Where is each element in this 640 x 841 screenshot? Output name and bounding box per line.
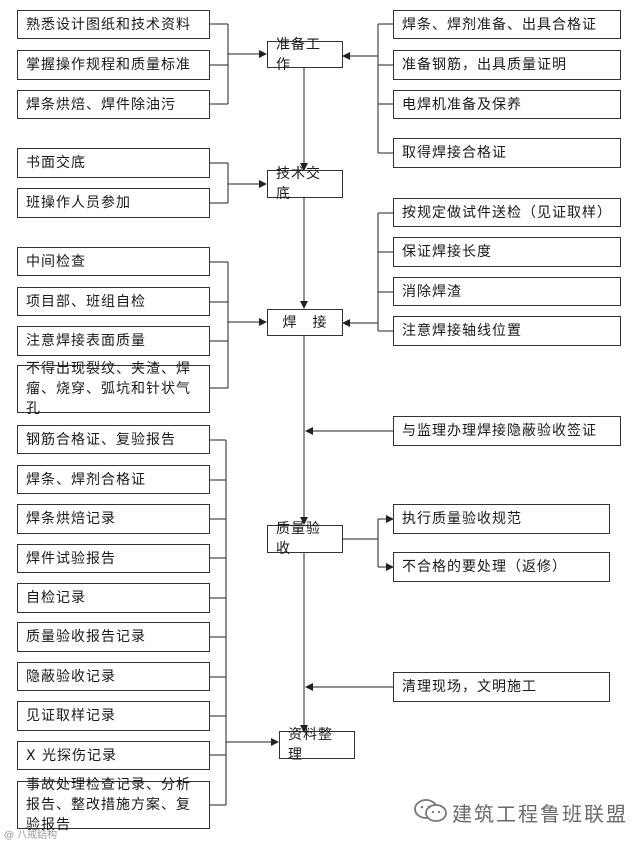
record-item: 自检记录 — [17, 583, 210, 613]
left-welding-item: 注意焊接表面质量 — [17, 326, 210, 356]
label: 班操作人员参加 — [26, 195, 131, 211]
label: 清理现场，文明施工 — [402, 679, 537, 695]
right-hidden-acceptance: 与监理办理焊接隐蔽验收签证 — [393, 416, 621, 446]
label: 焊条烘焙、焊件除油污 — [26, 96, 176, 113]
left-welding-item: 中间检查 — [17, 247, 210, 276]
label: 注意焊接轴线位置 — [402, 323, 522, 339]
record-item: 事故处理检查记录、分析报告、整改措施方案、复验报告 — [17, 777, 210, 833]
label: 技术交底 — [276, 166, 321, 202]
record-item: 焊条、焊剂合格证 — [17, 465, 210, 494]
center-box-archive: 资料整理 — [279, 727, 355, 763]
right-cleanup: 清理现场，文明施工 — [393, 672, 610, 702]
left-prep-item: 掌握操作规程和质量标准 — [17, 50, 210, 80]
label: 不得出现裂纹、夹渣、焊瘤、烧穿、弧坑和针状气孔 — [26, 361, 191, 417]
right-acceptance-item: 不合格的要处理（返修） — [393, 552, 610, 582]
center-box-disclosure: 技术交底 — [267, 166, 343, 202]
label: 焊 接 — [282, 314, 328, 331]
label: 隐蔽验收记录 — [26, 668, 116, 685]
record-item: 焊件试验报告 — [17, 544, 210, 573]
right-welding-item: 消除焊渣 — [393, 277, 621, 306]
label: 不合格的要处理（返修） — [402, 559, 567, 575]
label: 资料整理 — [288, 727, 333, 763]
record-item: X 光探伤记录 — [17, 741, 210, 770]
left-disclosure-item: 书面交底 — [17, 148, 210, 178]
label: 保证焊接长度 — [402, 244, 492, 260]
right-prep-item: 取得焊接合格证 — [393, 138, 621, 168]
label: 按规定做试件送检（见证取样） — [402, 204, 612, 221]
label: 熟悉设计图纸和技术资料 — [26, 16, 191, 33]
label: 消除焊渣 — [402, 283, 462, 300]
label: 钢筋合格证、复验报告 — [26, 431, 176, 448]
right-acceptance-item: 执行质量验收规范 — [393, 504, 610, 534]
left-disclosure-item: 班操作人员参加 — [17, 188, 210, 218]
label: 书面交底 — [26, 155, 86, 171]
label: 质量验收 — [276, 521, 321, 557]
label: 焊件试验报告 — [26, 550, 116, 567]
label: 焊条、焊剂准备、出具合格证 — [402, 16, 597, 33]
center-box-acceptance: 质量验收 — [267, 521, 343, 557]
left-welding-item: 不得出现裂纹、夹渣、焊瘤、烧穿、弧坑和针状气孔 — [17, 361, 210, 417]
left-prep-item: 焊条烘焙、焊件除油污 — [17, 90, 210, 119]
right-prep-item: 焊条、焊剂准备、出具合格证 — [393, 10, 621, 39]
watermark-small: @ 八戒结构 — [4, 830, 58, 841]
label: 掌握操作规程和质量标准 — [26, 57, 191, 73]
center-box-prep: 准备工作 — [267, 37, 343, 73]
record-item: 见证取样记录 — [17, 701, 210, 731]
label: 中间检查 — [26, 253, 86, 270]
label: 项目部、班组自检 — [26, 293, 146, 310]
right-welding-item: 保证焊接长度 — [393, 237, 621, 267]
label: 执行质量验收规范 — [402, 511, 522, 527]
label: 质量验收报告记录 — [26, 629, 146, 645]
record-item: 焊条烘焙记录 — [17, 504, 210, 534]
right-welding-item: 注意焊接轴线位置 — [393, 316, 621, 346]
record-item: 隐蔽验收记录 — [17, 662, 210, 691]
right-welding-item: 按规定做试件送检（见证取样） — [393, 198, 621, 227]
record-item: 质量验收报告记录 — [17, 622, 210, 652]
right-prep-item: 准备钢筋，出具质量证明 — [393, 50, 621, 80]
label: 与监理办理焊接隐蔽验收签证 — [402, 423, 597, 439]
label: 取得焊接合格证 — [402, 145, 507, 161]
label: 准备钢筋，出具质量证明 — [402, 57, 567, 73]
watermark-brand: 建筑工程鲁班联盟 — [452, 802, 628, 826]
wechat-icon — [414, 799, 447, 822]
right-prep-item: 电焊机准备及保养 — [393, 90, 621, 119]
left-welding-item: 项目部、班组自检 — [17, 287, 210, 316]
label: 事故处理检查记录、分析报告、整改措施方案、复验报告 — [26, 777, 191, 833]
label: X 光探伤记录 — [26, 747, 118, 764]
label: 准备工作 — [276, 36, 321, 73]
label: 注意焊接表面质量 — [26, 333, 146, 349]
label: 焊条、焊剂合格证 — [26, 471, 146, 488]
label: 见证取样记录 — [26, 708, 116, 724]
label: 焊条烘焙记录 — [26, 511, 116, 527]
label: 电焊机准备及保养 — [402, 96, 522, 113]
center-box-welding: 焊 接 — [267, 309, 343, 336]
label: 自检记录 — [26, 590, 86, 606]
record-item: 钢筋合格证、复验报告 — [17, 425, 210, 454]
left-prep-item: 熟悉设计图纸和技术资料 — [17, 10, 210, 39]
